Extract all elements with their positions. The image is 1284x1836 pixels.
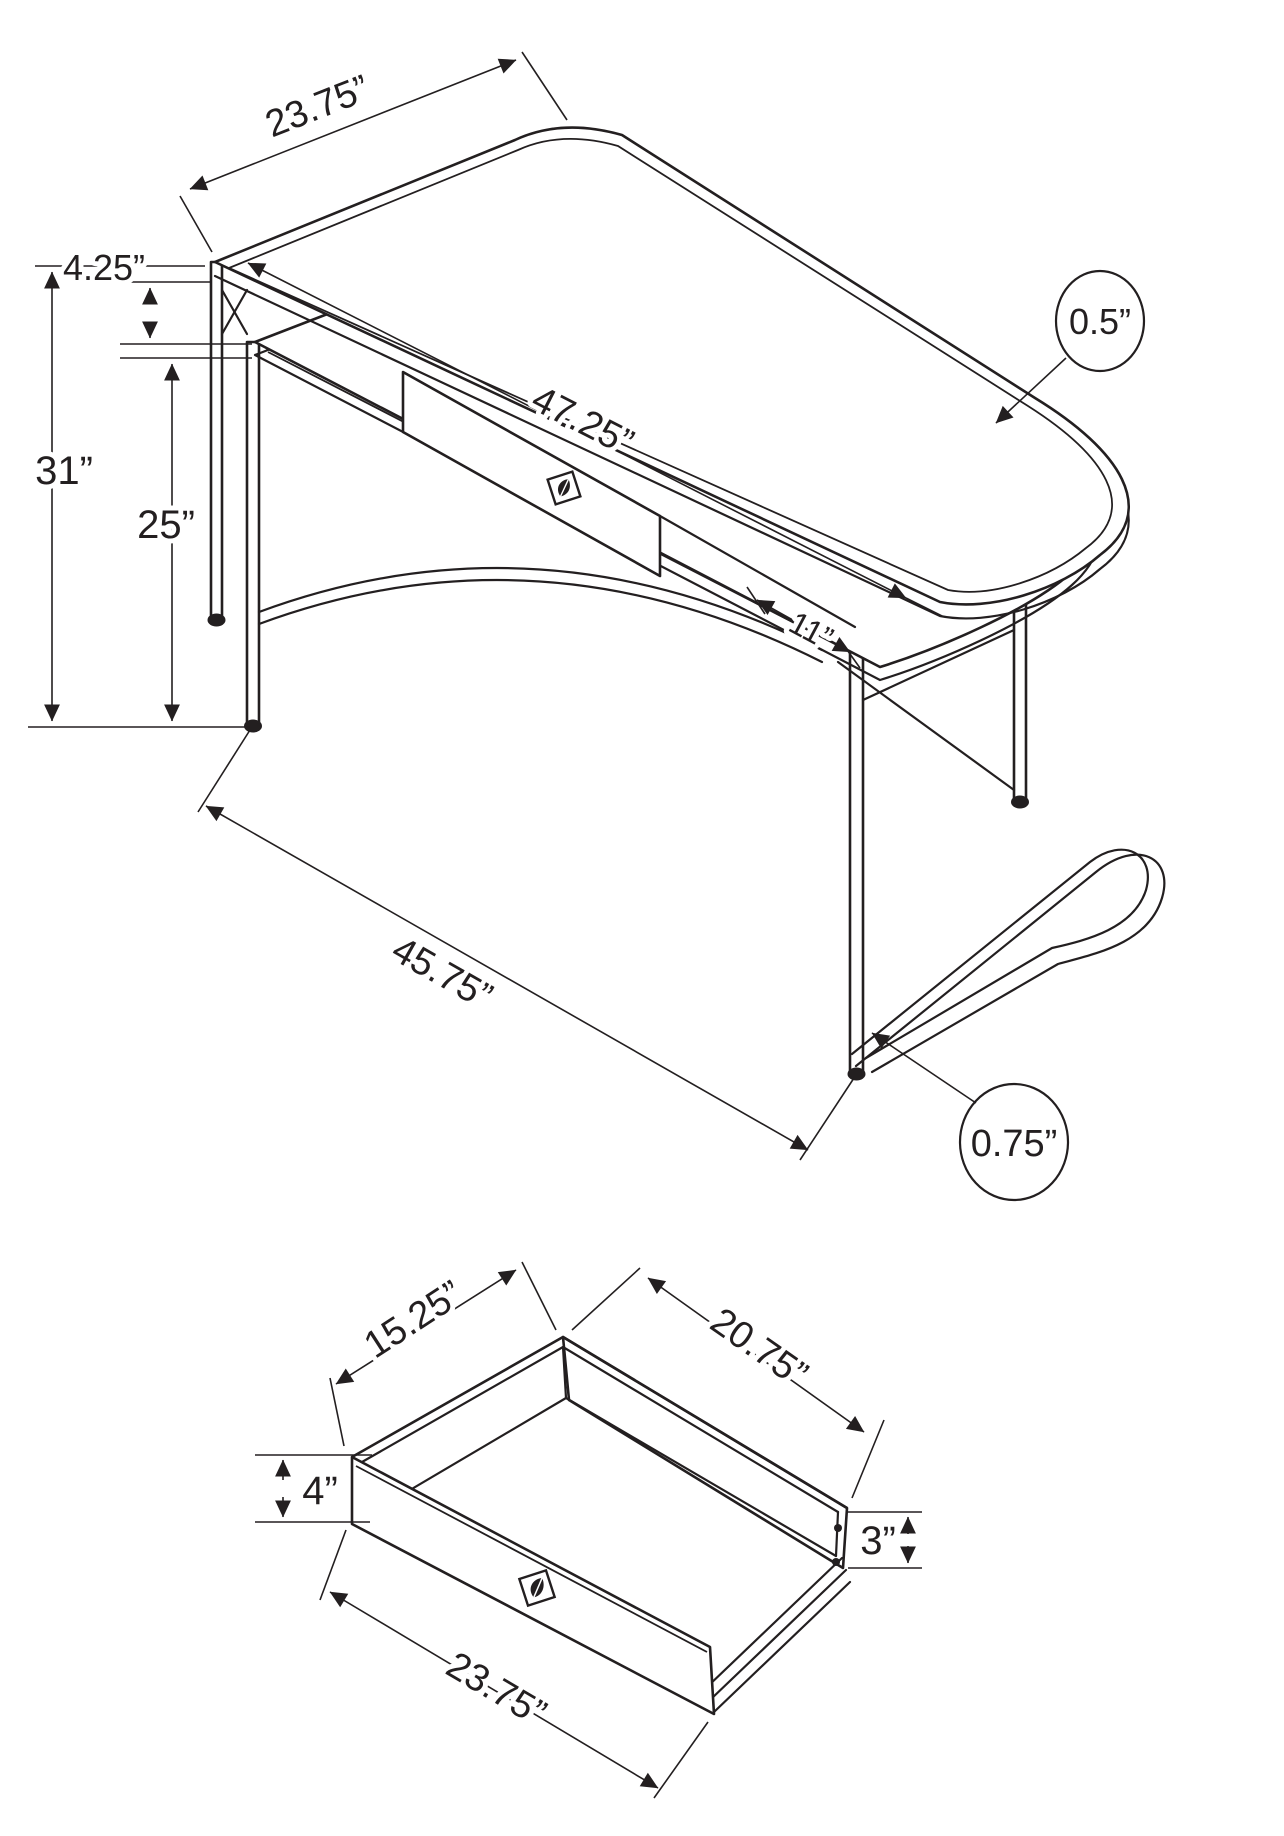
dim-shelf-gap: 4.25” <box>35 242 252 359</box>
drawer-isometric-view: 15.25” 20.75” 4” 3” 23.75” <box>255 1261 922 1799</box>
floor-frame <box>850 848 1166 1074</box>
dim-shelf-gap-label: 4.25” <box>63 247 145 288</box>
dim-side-height: 3” <box>848 1511 922 1569</box>
desk-braces <box>220 288 1016 792</box>
back-left-leg <box>209 260 224 620</box>
drawer-slide-rail <box>712 1580 852 1714</box>
callout-tube-diameter: 0.75” <box>871 1032 1070 1202</box>
callout-tube-diameter-label: 0.75” <box>971 1123 1058 1165</box>
dim-total-height-label: 31” <box>35 449 93 493</box>
right-brace <box>836 660 1016 792</box>
dim-top-depth-label: 23.75” <box>260 68 376 147</box>
dim-clearance-height: 25” <box>132 363 200 722</box>
back-left-foot <box>207 613 226 627</box>
drawer-slide-rail <box>708 1568 848 1702</box>
front-left-leg <box>245 340 261 726</box>
callout-top-thickness-label: 0.5” <box>1069 301 1131 342</box>
desk-isometric-view: 23.75” 4.25” 31” 25” 47.25” <box>28 51 1166 1202</box>
dim-front-height-label: 4” <box>302 1469 338 1513</box>
right-brace <box>861 628 1016 702</box>
dim-base-length-label: 45.75” <box>385 929 499 1019</box>
left-brace <box>220 288 249 336</box>
dim-inner-width-label: 20.75” <box>703 1300 815 1396</box>
back-right-foot <box>1011 795 1029 809</box>
rail-screw <box>832 1558 840 1566</box>
dim-clearance-height-label: 25” <box>137 503 195 547</box>
front-right-foot <box>847 1067 866 1081</box>
dim-front-height: 4” <box>255 1454 372 1523</box>
dim-inner-depth-label: 15.25” <box>357 1273 470 1367</box>
dim-front-width-label: 23.75” <box>439 1644 553 1735</box>
dim-side-height-label: 3” <box>860 1519 896 1563</box>
front-left-foot <box>244 719 262 733</box>
dim-inner-depth: 15.25” <box>329 1261 557 1447</box>
drawer-top-rim <box>351 1335 848 1510</box>
drawer-front-face <box>350 1455 716 1716</box>
drawer-slide-rail <box>704 1556 844 1690</box>
dim-total-height: 31” <box>30 271 98 722</box>
dim-base-length: 45.75” <box>197 729 855 1161</box>
callout-top-thickness: 0.5” <box>995 269 1146 424</box>
